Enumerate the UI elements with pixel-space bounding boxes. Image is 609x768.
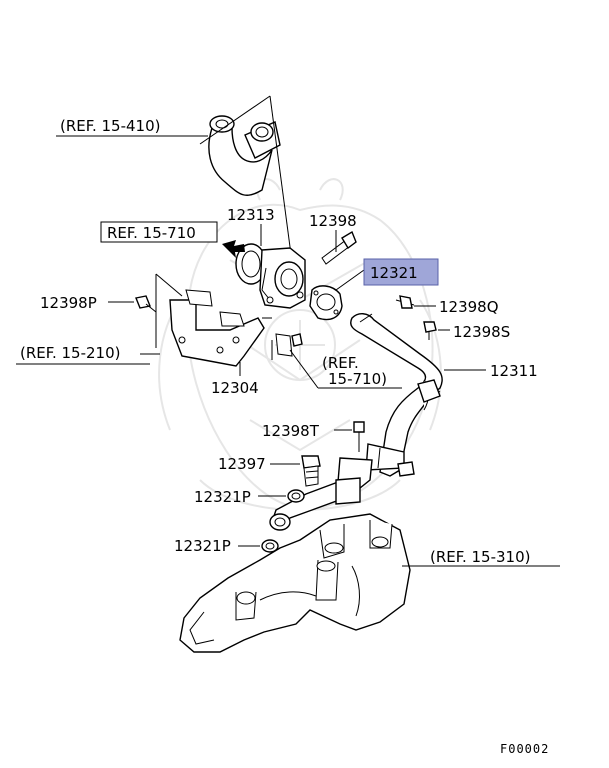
gasket-part xyxy=(309,285,343,321)
part-12398S-label[interactable]: 12398S xyxy=(453,323,510,341)
part-12313-label[interactable]: 12313 xyxy=(227,206,275,224)
ref-15-710-mid-label-line1[interactable]: (REF. xyxy=(322,354,359,372)
part-12304-label[interactable]: 12304 xyxy=(211,379,259,397)
part-12321P-b-label[interactable]: 12321P xyxy=(174,537,231,555)
bolt-12398-part xyxy=(321,230,357,265)
part-12321P-a-label[interactable]: 12321P xyxy=(194,488,251,506)
bolt-12397-part xyxy=(301,455,321,487)
ref-15-210-label[interactable]: (REF. 15-210) xyxy=(20,344,121,362)
part-12398T-label[interactable]: 12398T xyxy=(262,422,320,440)
clamp-part xyxy=(275,333,303,357)
part-12398-label[interactable]: 12398 xyxy=(309,212,357,230)
part-12321-label[interactable]: 12321 xyxy=(370,264,418,282)
gasket-12321P-b-part xyxy=(261,539,279,553)
bolt-12398S-part xyxy=(423,321,437,340)
ref-15-710-top-label[interactable]: REF. 15-710 xyxy=(107,224,196,242)
part-12311-label[interactable]: 12311 xyxy=(490,362,538,380)
arrow-icon xyxy=(222,240,245,258)
ref-15-410-label[interactable]: (REF. 15-410) xyxy=(60,117,161,135)
gasket-12321P-a-part xyxy=(287,489,305,503)
figure-code: F00002 xyxy=(500,742,549,756)
egr-valve-part xyxy=(235,243,306,309)
bracket-part xyxy=(169,289,265,367)
part-number-highlight-box[interactable] xyxy=(363,258,439,286)
bolt-12398P-part xyxy=(135,295,157,313)
part-12398Q-label[interactable]: 12398Q xyxy=(439,298,499,316)
egr-pipe-part xyxy=(269,313,443,531)
hose-part xyxy=(208,115,281,196)
part-12398P-label[interactable]: 12398P xyxy=(40,294,97,312)
bolt-12398Q-part xyxy=(395,295,415,309)
ref-15-310-label[interactable]: (REF. 15-310) xyxy=(430,548,531,566)
ref-15-710-mid-label-line2[interactable]: 15-710) xyxy=(328,370,387,388)
exhaust-manifold-part xyxy=(179,513,411,653)
bolt-12398T-part xyxy=(353,421,365,452)
ref-15-710-box xyxy=(100,221,218,243)
part-12397-label[interactable]: 12397 xyxy=(218,455,266,473)
